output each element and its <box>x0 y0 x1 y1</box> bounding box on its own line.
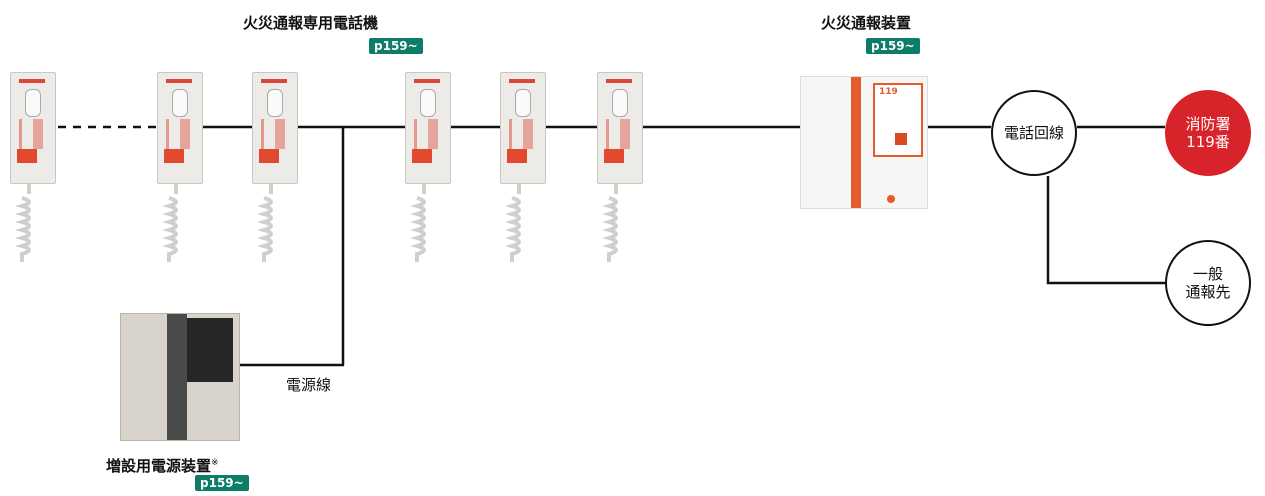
device-panel-text: 119 <box>879 87 898 97</box>
power-unit-title: 増設用電源装置※ <box>106 457 219 475</box>
general-contact-line1: 一般 <box>1192 265 1223 283</box>
device-logo-icon <box>887 195 895 203</box>
line-to-general <box>1046 176 1165 285</box>
fire-alarm-device: 119 <box>800 76 928 209</box>
phone-unit <box>403 72 453 262</box>
phone-unit <box>250 72 300 262</box>
power-line-label: 電源線 <box>286 376 332 394</box>
phone-unit <box>8 72 58 262</box>
device-page-badge: p159~ <box>866 38 920 54</box>
general-contact-node: 一般 通報先 <box>1165 240 1251 326</box>
fire-station-line1: 消防署 <box>1185 115 1231 133</box>
phones-page-badge: p159~ <box>369 38 423 54</box>
device-title: 火災通報装置 <box>821 14 912 32</box>
fire-station-node: 消防署 119番 <box>1165 90 1251 176</box>
general-contact-line2: 通報先 <box>1185 283 1231 301</box>
phone-line-label: 電話回線 <box>1003 124 1064 142</box>
phone-unit <box>498 72 548 262</box>
phones-title: 火災通報専用電話機 <box>243 14 379 32</box>
power-unit-note-mark: ※ <box>211 458 219 468</box>
power-supply-unit <box>120 313 240 441</box>
phone-unit <box>155 72 205 262</box>
power-unit-page-badge: p159~ <box>195 475 249 491</box>
phone-line-node: 電話回線 <box>991 90 1077 176</box>
phone-unit <box>595 72 645 262</box>
fire-station-line2: 119番 <box>1186 133 1230 151</box>
